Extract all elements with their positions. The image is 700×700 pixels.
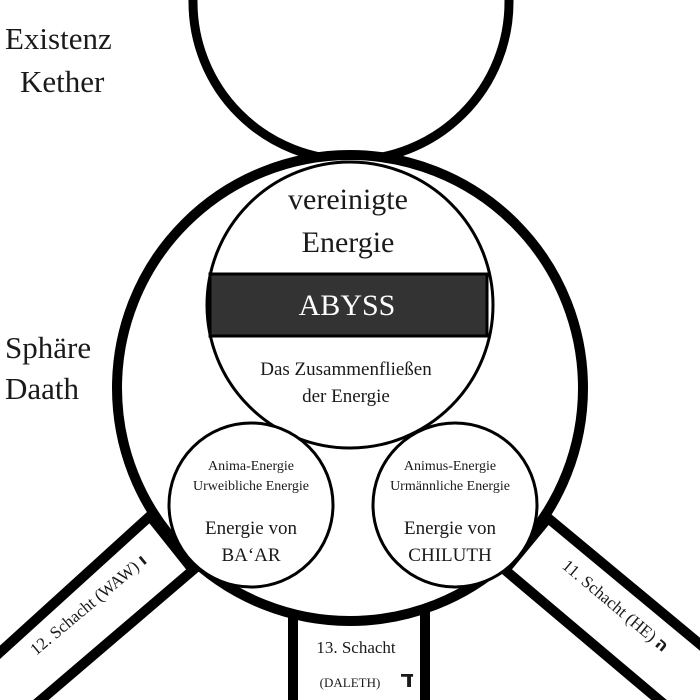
shaft-12-waw [0,508,200,700]
kether-label-line1: Existenz [5,21,112,56]
confluence-line2: der Energie [302,386,390,407]
shaft-13-line2: (DALETH) [320,675,381,690]
animus-line2: Urmännliche Energie [390,479,510,494]
chiluth-line1: Energie von [404,518,496,539]
shaft-13-line1: 13. Schacht [316,638,396,657]
daath-label-line2: Daath [5,371,80,406]
anima-circle [167,421,335,589]
shaft-13-letter: ד [400,665,414,693]
chiluth-line2: CHILUTH [408,545,492,566]
animus-line1: Animus-Energie [404,459,496,474]
united-energy-line2: Energie [302,226,395,259]
baar-line2: BA‘AR [221,545,280,566]
baar-line1: Energie von [205,518,297,539]
shaft-11-he [497,510,700,700]
confluence-line1: Das Zusammenfließen [260,359,432,380]
abyss-band [208,272,489,338]
kether-sphere [188,0,514,165]
anima-line1: Anima-Energie [208,459,294,474]
abyss-label: ABYSS [299,289,396,322]
daath-label-line1: Sphäre [5,330,91,365]
kether-label-line2: Kether [20,64,105,99]
animus-circle [371,421,539,589]
united-energy-line1: vereinigte [288,183,408,216]
anima-line2: Urweibliche Energie [193,479,309,494]
